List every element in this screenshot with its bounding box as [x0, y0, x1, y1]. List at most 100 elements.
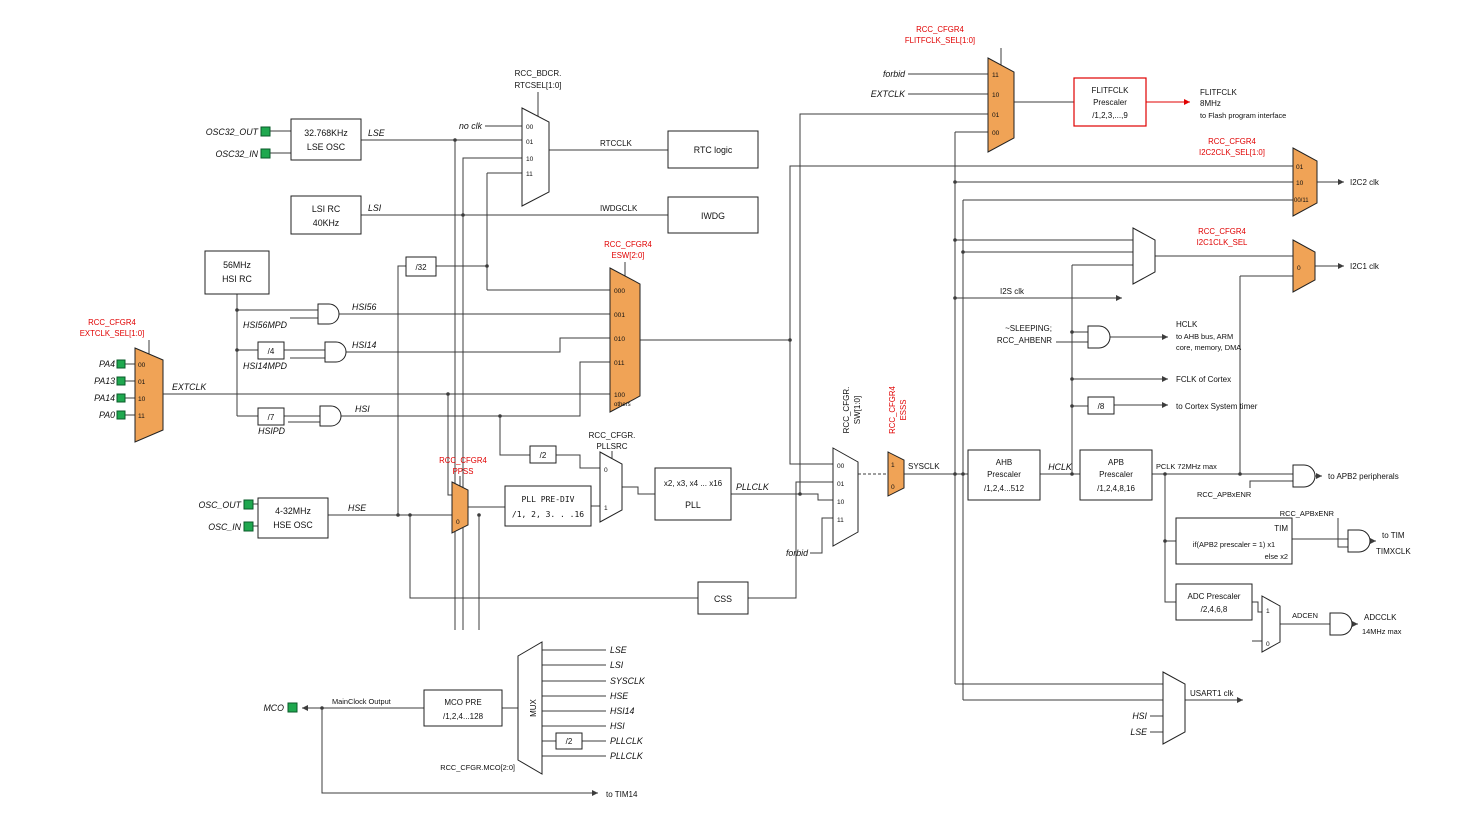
mux-value: 00: [526, 124, 534, 131]
apb2-and-gate: [1292, 464, 1316, 488]
adc-clk-mux: [1261, 595, 1281, 653]
flitf-prescaler-text-1: FLITFCLK: [1092, 86, 1130, 95]
div2-mco-box: [555, 732, 583, 750]
pa4-label: PA4: [99, 359, 115, 369]
flitfclk-out-2: 8MHz: [1200, 99, 1221, 108]
pll-mult-text: x2, x3, x4 ... x16: [664, 479, 723, 488]
esss-mux: [887, 451, 905, 497]
i2c1-sel-reg-2: I2C1CLK_SEL: [1197, 238, 1248, 247]
extclk-flitf-label: EXTCLK: [871, 89, 906, 99]
pa13-pin: [116, 376, 126, 386]
i2c2-sel-reg-2: I2C2CLK_SEL[1:0]: [1199, 148, 1265, 157]
mux-value: 01: [837, 481, 845, 488]
extclk-label: EXTCLK: [172, 382, 207, 392]
adc-prescaler-text-1: ADC Prescaler: [1188, 592, 1241, 601]
mux-value: 10: [526, 156, 534, 163]
esss-reg-1: RCC_CFGR4: [888, 386, 897, 434]
timxclk-label: TIMXCLK: [1376, 547, 1411, 556]
tim-and-gate: [1347, 529, 1371, 553]
pll-prediv-text-2: /1, 2, 3. . .16: [512, 510, 584, 519]
forbid-sw-label: forbid: [786, 548, 809, 558]
hsi56-and-gate: [317, 303, 340, 325]
lse-osc-text-1: 32.768KHz: [304, 128, 348, 138]
hsi-rc-box: [204, 250, 270, 295]
css-text: CSS: [714, 594, 732, 604]
ahb-prescaler-text-2: Prescaler: [987, 470, 1021, 479]
mux-value: 01: [992, 112, 1000, 119]
ahb-prescaler-text-3: /1,2,4...512: [984, 484, 1025, 493]
mux-value: 0: [604, 467, 608, 474]
tim-box-text-3: else x2: [1265, 552, 1288, 561]
flitf-prescaler-text-3: /1,2,3,...,9: [1092, 111, 1128, 120]
i2c2clk-sel-mux: [1292, 147, 1318, 217]
apb-prescaler-text-1: APB: [1108, 458, 1124, 467]
i2c1-sel-reg-1: RCC_CFGR4: [1198, 227, 1246, 236]
mux-value: 10: [138, 396, 146, 403]
hse-osc-box: [257, 497, 329, 539]
r​tcsel-mux: [521, 107, 550, 207]
lse-osc-box: [290, 118, 362, 161]
hclk-label: HCLK: [1048, 462, 1073, 472]
mux-value: 0: [456, 519, 460, 526]
iwdg-box: [667, 196, 759, 234]
hclk-out-3: core, memory, DMA: [1176, 343, 1241, 352]
ppss-reg-2: PPSS: [453, 467, 474, 476]
hsi56mpd-label: HSI56MPD: [243, 320, 288, 330]
mux-value: 1: [1266, 608, 1270, 615]
hsi56-label: HSI56: [352, 302, 377, 312]
mux-value: 100: [614, 392, 625, 399]
sleeping-label: ~SLEEPING;: [1005, 324, 1052, 333]
mco-input-hsi14: HSI14: [610, 706, 635, 716]
pclk-label: PCLK 72MHz max: [1156, 462, 1217, 471]
pa14-pin: [116, 393, 126, 403]
sw-mux: [832, 447, 859, 547]
mco-sel-reg: RCC_CFGR.MCO[2:0]: [440, 763, 515, 772]
mux-value: 10: [837, 499, 845, 506]
osc-out-pin: [243, 499, 254, 510]
div7-box: [257, 407, 285, 426]
mco-input-pllclk-div2: PLLCLK: [610, 736, 644, 746]
apb-prescaler-text-2: Prescaler: [1099, 470, 1133, 479]
usart1-clk-label: USART1 clk: [1190, 689, 1234, 698]
flitfclk-out-1: FLITFCLK: [1200, 88, 1238, 97]
hclk-out-1: HCLK: [1176, 320, 1198, 329]
mux-value: 011: [614, 360, 625, 367]
sw-reg-2: SW[1:0]: [853, 396, 862, 424]
esw-reg-2: ESW[2:0]: [612, 251, 645, 260]
lsi-rc-text-1: LSI RC: [312, 204, 341, 214]
mux-value: 01: [138, 379, 146, 386]
esw-reg-1: RCC_CFGR4: [604, 240, 652, 249]
mco-pre-box: [423, 689, 503, 727]
to-tim14-label: to TIM14: [606, 790, 638, 799]
hsi-label: HSI: [355, 404, 370, 414]
adcclk-label-2: 14MHz max: [1362, 627, 1402, 636]
adc-prescaler-text-2: /2,4,6,8: [1201, 605, 1228, 614]
div2-pll-box: [529, 445, 557, 464]
ppss-reg-1: RCC_CFGR4: [439, 456, 487, 465]
i2c1-clk-label: I2C1 clk: [1350, 262, 1380, 271]
hsi14-and-gate: [324, 341, 347, 363]
flitf-prescaler-box: [1073, 77, 1147, 127]
div32-text: /32: [415, 263, 427, 272]
div32-box: [405, 256, 437, 277]
pll-text: PLL: [685, 500, 701, 510]
mco-input-pllclk: PLLCLK: [610, 751, 644, 761]
osc32-in-label: OSC32_IN: [215, 149, 258, 159]
lse-label: LSE: [368, 128, 385, 138]
lsi-label: LSI: [368, 203, 382, 213]
mux-value: 00/11: [1294, 198, 1309, 204]
osc32-out-label: OSC32_OUT: [206, 127, 259, 137]
mux-value: 1: [891, 462, 895, 469]
pll-prediv-text-1: PLL PRE-DIV: [522, 495, 575, 504]
rtcsel-reg-2: RTCSEL[1:0]: [515, 81, 562, 90]
mux-value: 11: [837, 517, 844, 524]
tim-box-text-2: if(APB2 prescaler = 1) x1: [1193, 540, 1275, 549]
ahbenr-label: RCC_AHBENR: [997, 336, 1052, 345]
apb-prescaler-box: [1079, 449, 1153, 501]
adcen-label: ADCEN: [1292, 611, 1318, 620]
pa13-label: PA13: [94, 376, 115, 386]
hsipd-label: HSIPD: [258, 426, 286, 436]
mux-value: 0: [1266, 641, 1270, 648]
to-tim-label: to TIM: [1382, 531, 1405, 540]
no-clk-label: no clk: [459, 121, 483, 131]
